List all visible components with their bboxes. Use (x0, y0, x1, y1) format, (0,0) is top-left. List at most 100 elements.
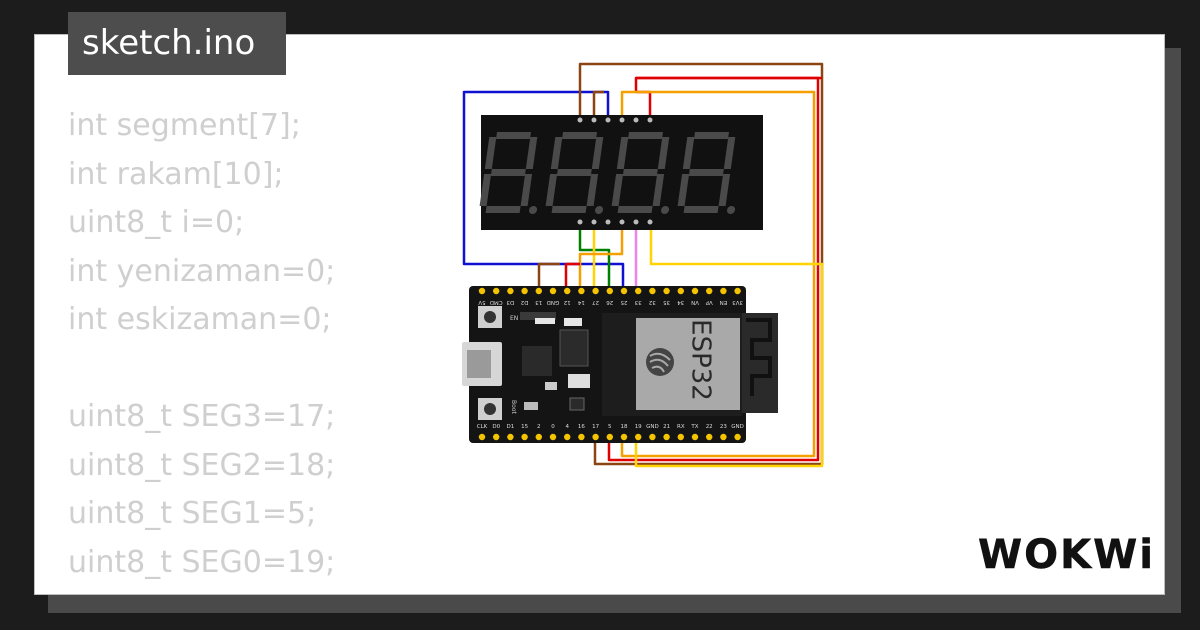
pin-label: GND (547, 299, 560, 305)
pin-label: D1 (507, 424, 515, 430)
wire-red-2[interactable] (564, 262, 580, 288)
file-name: sketch.ino (82, 23, 256, 63)
regulator (559, 329, 589, 367)
pin-label: CLK (477, 424, 488, 430)
digits (479, 132, 736, 214)
pin-label: 5 (608, 424, 612, 430)
pin-VP[interactable] (706, 287, 713, 295)
pin-4[interactable] (564, 433, 571, 441)
wire-yellow[interactable] (634, 222, 824, 468)
code-line: uint8_t SEG1=5; (68, 496, 317, 531)
pin-GND[interactable] (549, 287, 557, 295)
pin-label: 35 (663, 299, 670, 305)
pin-26[interactable] (606, 287, 613, 295)
pin-label: 32 (649, 299, 656, 305)
boot-label: Boot (510, 400, 517, 414)
pin-label: 23 (720, 424, 727, 430)
pin-label: D2 (521, 299, 529, 305)
pin-14[interactable] (578, 287, 585, 295)
pin-label: 14 (577, 299, 584, 305)
pin-CLK[interactable] (478, 433, 486, 441)
code-line: uint8_t SEG3=17; (68, 399, 336, 434)
pin-RX[interactable] (677, 433, 684, 441)
pin-22[interactable] (706, 433, 713, 441)
pin-label: 12 (564, 299, 571, 305)
usb-uart-chip (522, 346, 552, 376)
pin-label: 0 (551, 424, 555, 430)
code-line: int rakam[10]; (68, 156, 284, 192)
pin-25[interactable] (620, 287, 628, 295)
wire-brown-short[interactable] (592, 90, 604, 120)
pin-label: 27 (592, 299, 599, 305)
wire-orange-2[interactable] (578, 222, 624, 288)
pin-label: 26 (606, 299, 613, 305)
pin-13[interactable] (535, 287, 542, 295)
pin-12[interactable] (564, 287, 571, 295)
code-line: int eskizaman=0; (68, 302, 332, 337)
pin-18[interactable] (620, 433, 628, 441)
pin-CMD[interactable] (493, 287, 500, 295)
pin-5[interactable] (606, 433, 613, 441)
wifi-antenna (740, 313, 778, 413)
wire-brown-2[interactable] (537, 262, 560, 288)
pin-23[interactable] (720, 433, 727, 441)
wire-orange[interactable] (620, 90, 816, 458)
pin-label: 15 (521, 424, 528, 430)
pin-label: 33 (634, 299, 641, 305)
pin-0[interactable] (549, 433, 557, 441)
file-tab[interactable]: sketch.ino (68, 12, 286, 75)
pin-label: D0 (492, 424, 500, 430)
code-line: uint8_t SEG0=19; (68, 544, 336, 580)
pin-27[interactable] (592, 287, 599, 295)
en-label: EN (510, 315, 518, 322)
pin-label: 22 (706, 424, 713, 430)
code-editor: int segment[7]; int rakam[10]; uint8_t i… (68, 102, 335, 587)
pin-GND[interactable] (734, 433, 741, 441)
pin-label: 19 (635, 424, 642, 430)
pin-D2[interactable] (521, 287, 528, 295)
pin-label: 34 (677, 299, 684, 305)
pin-VN[interactable] (691, 287, 699, 295)
wokwi-logo: WOKWi (978, 532, 1155, 579)
pin-17[interactable] (592, 433, 599, 441)
pin-label: 17 (592, 424, 599, 430)
pin-EN[interactable] (720, 287, 727, 295)
pin-label: 4 (565, 424, 569, 430)
digit-0 (479, 132, 538, 214)
pin-33[interactable] (635, 287, 642, 295)
pin-35[interactable] (663, 287, 670, 295)
pin-3V3[interactable] (734, 287, 741, 295)
pin-5V[interactable] (478, 287, 486, 295)
pin-GND[interactable] (649, 433, 656, 441)
pin-label: EN (720, 299, 728, 305)
pin-2[interactable] (535, 433, 542, 441)
code-line: uint8_t SEG2=18; (68, 447, 336, 483)
digit-3 (677, 132, 736, 214)
pin-label: 25 (620, 299, 627, 305)
pin-D3[interactable] (507, 287, 514, 295)
wokwi-logo-text: WOKWi (978, 532, 1155, 578)
pin-32[interactable] (649, 287, 656, 295)
pin-label: 21 (663, 424, 670, 430)
pin-21[interactable] (663, 433, 670, 441)
wires[interactable] (462, 62, 824, 468)
pin-16[interactable] (578, 433, 585, 441)
pin-label: 3V3 (732, 299, 743, 305)
wire-red[interactable] (634, 76, 822, 120)
pin-D0[interactable] (493, 433, 500, 441)
digit-2 (611, 132, 670, 214)
wire-red-right[interactable] (607, 76, 820, 462)
pin-15[interactable] (521, 433, 528, 441)
pin-34[interactable] (677, 287, 684, 295)
display-pins (577, 117, 653, 225)
digit-1 (545, 132, 604, 214)
wire-blue[interactable] (462, 90, 625, 288)
pin-19[interactable] (635, 433, 642, 441)
pin-TX[interactable] (691, 433, 699, 441)
seven-segment-display[interactable] (478, 115, 763, 230)
pin-D1[interactable] (507, 433, 514, 441)
